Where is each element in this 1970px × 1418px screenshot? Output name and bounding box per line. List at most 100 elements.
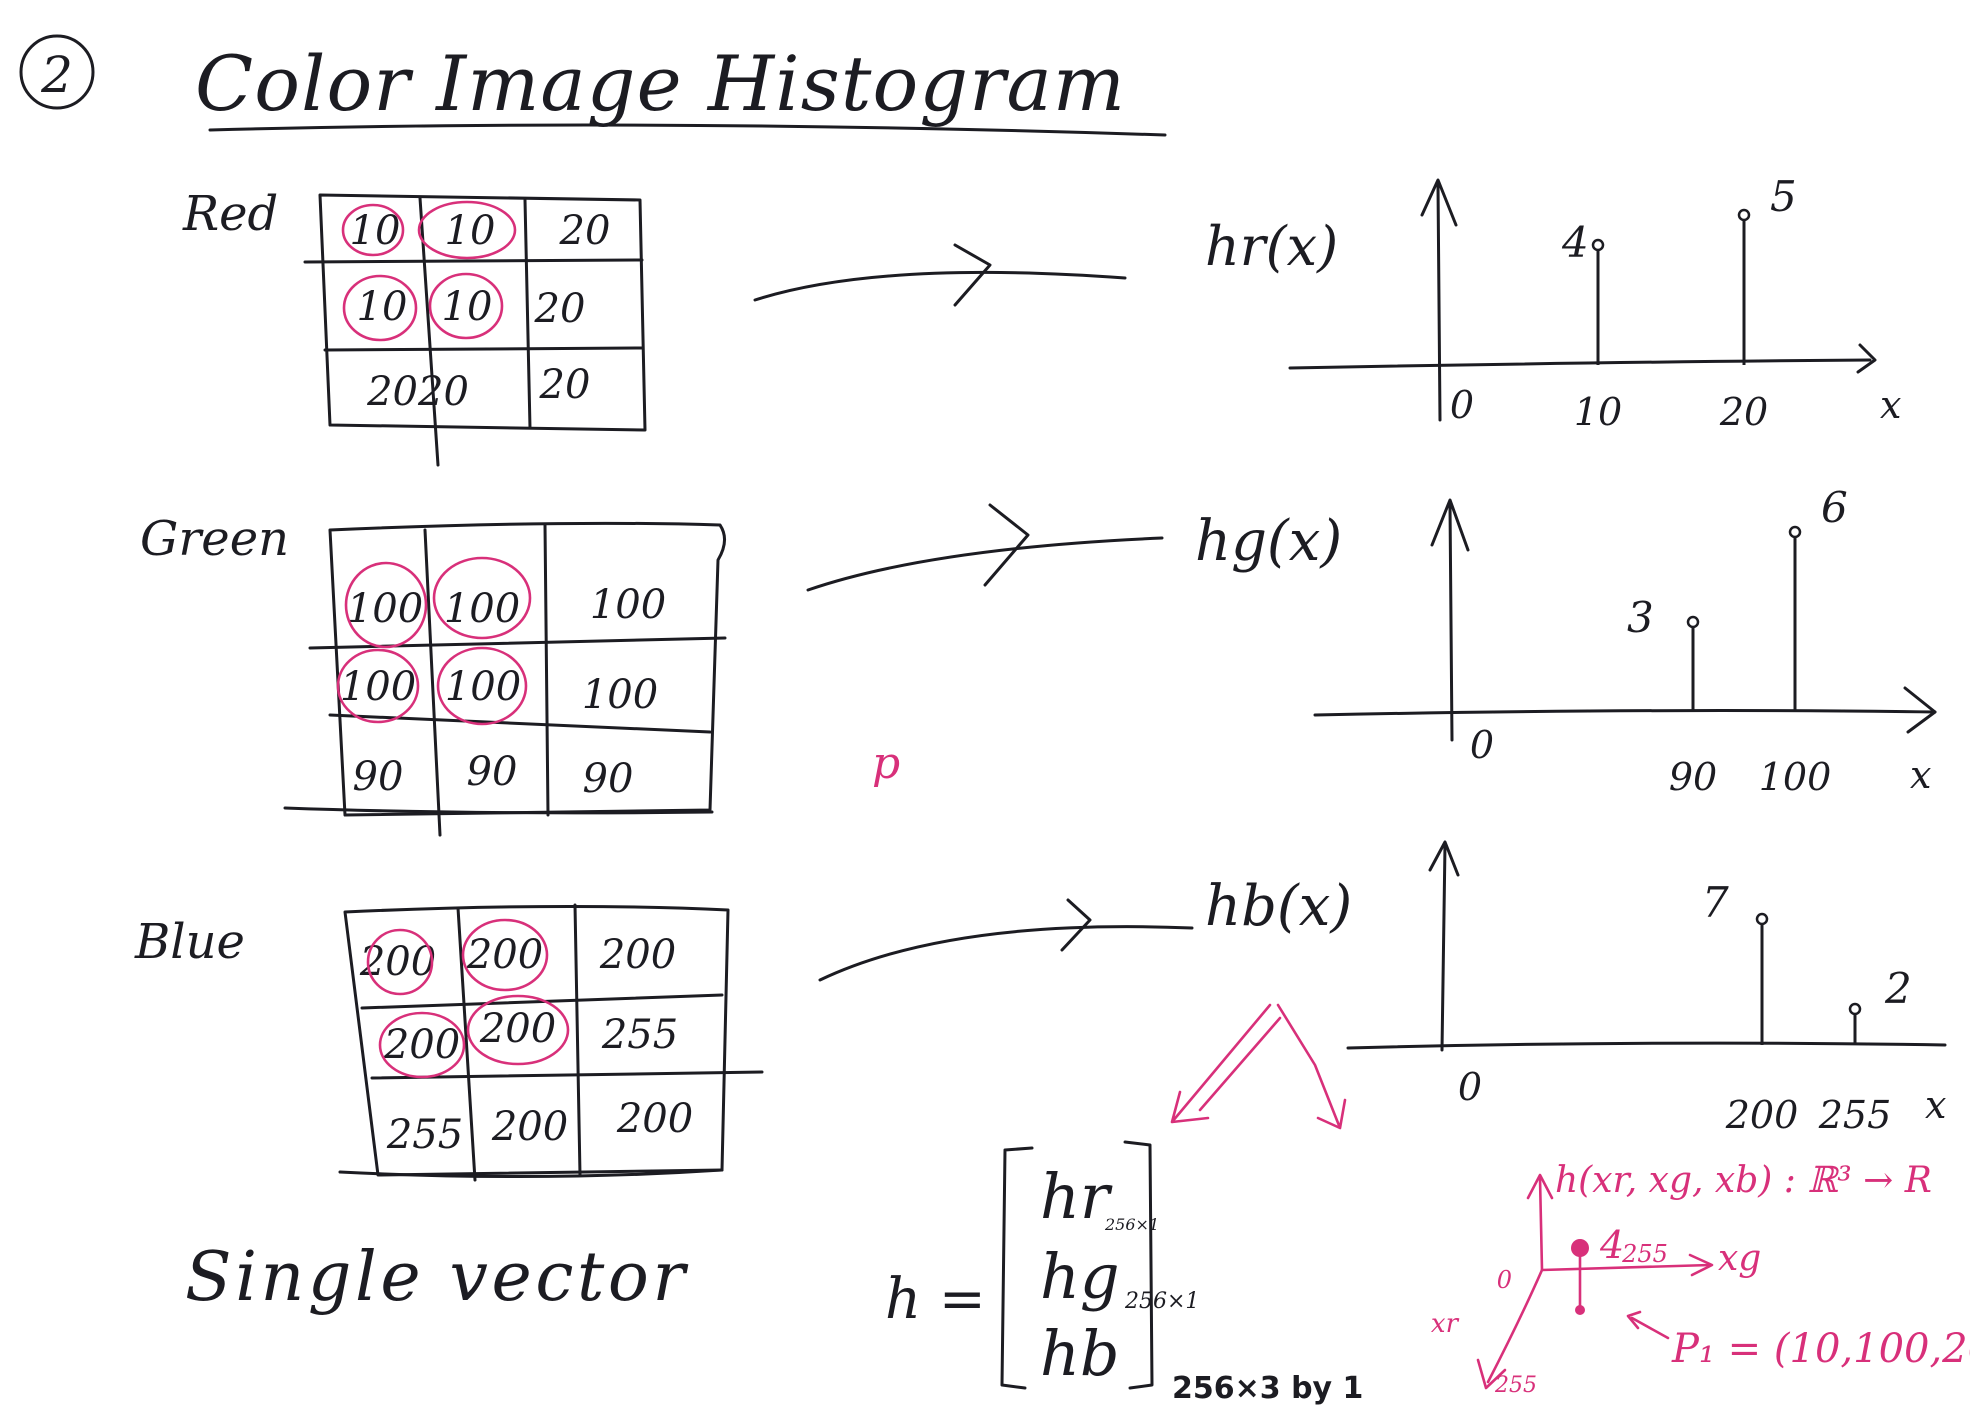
count-axis bbox=[1538, 1176, 1544, 1272]
x-tick-label: 200 bbox=[1725, 1093, 1799, 1137]
x-axis-arrowhead bbox=[1903, 686, 1937, 734]
red-matrix: 10 10 20 10 10 20 2020 20 bbox=[303, 193, 647, 467]
green-channel: Green 100 100 100 100 100 100 90 90 90 p… bbox=[140, 483, 1937, 837]
matrix-rule bbox=[523, 198, 532, 430]
histogram-stem-head bbox=[1848, 1002, 1862, 1016]
matrix-cell: 20 bbox=[534, 286, 586, 332]
histogram-label: hg(x) bbox=[1195, 509, 1342, 574]
matrix-cell: 200 bbox=[383, 1022, 460, 1068]
highlight-ellipse bbox=[466, 994, 570, 1066]
r-axis-arrowhead bbox=[1476, 1358, 1507, 1390]
x-tick-label: 10 bbox=[1574, 390, 1622, 434]
vector-row: hr bbox=[1040, 1160, 1113, 1233]
flow-arrow-head bbox=[983, 503, 1030, 587]
origin-label: 0 bbox=[1450, 383, 1474, 427]
flow-arrow-shaft bbox=[753, 270, 1127, 302]
joint-histogram-sketch: h(xr, xg, xb) : ℝ³ → R 255 xg xr 255 0 4… bbox=[1431, 1160, 1970, 1398]
stem-count-label: 4 bbox=[1561, 218, 1589, 267]
flow-arrow-head bbox=[953, 243, 992, 307]
x-axis bbox=[1288, 358, 1872, 370]
y-axis-arrowhead bbox=[1428, 840, 1460, 877]
matrix-rule bbox=[303, 258, 644, 264]
g-axis-tick: 255 bbox=[1621, 1240, 1668, 1268]
y-axis-arrowhead bbox=[1430, 498, 1470, 552]
r-axis bbox=[1486, 1268, 1544, 1384]
single-vector-caption: Single vector bbox=[185, 1238, 688, 1317]
matrix-cell: 100 bbox=[444, 586, 520, 632]
matrix-cell: 200 bbox=[479, 1006, 556, 1052]
y-axis bbox=[1440, 843, 1447, 1052]
red-channel: Red 10 10 20 10 10 20 2020 20 hr(x) bbox=[182, 172, 1901, 467]
matrix-cell: 20 bbox=[559, 208, 611, 254]
matrix-rule bbox=[283, 806, 714, 815]
matrix-rule bbox=[360, 993, 724, 1010]
blue-channel: Blue 200 200 200 200 200 255 255 200 200… bbox=[134, 840, 1947, 1182]
r-axis-tick: 255 bbox=[1494, 1373, 1537, 1398]
r-axis-label: xr bbox=[1431, 1309, 1460, 1339]
vector-lhs: h = bbox=[885, 1267, 986, 1332]
highlight-ellipse bbox=[344, 561, 428, 649]
flow-arrow-head bbox=[1060, 898, 1092, 952]
vector-row: hg bbox=[1040, 1240, 1120, 1313]
g-axis bbox=[1540, 1263, 1712, 1272]
matrix-rule bbox=[323, 346, 644, 352]
matrix-cell: 200 bbox=[599, 932, 676, 978]
joint-count: 4 bbox=[1599, 1223, 1624, 1267]
joint-stem-dot bbox=[1571, 1239, 1589, 1257]
blue-matrix: 200 200 200 200 200 255 255 200 200 bbox=[338, 903, 764, 1182]
vector-total-dimension: 256×3 by 1 bbox=[1172, 1371, 1363, 1406]
matrix-cell: 100 bbox=[347, 586, 423, 632]
right-arrow bbox=[1276, 1003, 1347, 1130]
x-variable-label: x bbox=[1910, 753, 1931, 797]
title-underline bbox=[208, 123, 1167, 137]
stem-count-label: 3 bbox=[1627, 593, 1654, 642]
matrix-cell: 2020 bbox=[366, 369, 469, 415]
right-bracket bbox=[1123, 1140, 1154, 1390]
matrix-cell: 200 bbox=[466, 932, 543, 978]
matrix-cell: 10 bbox=[445, 208, 496, 254]
matrix-cell: 200 bbox=[491, 1104, 568, 1150]
channel-name: Blue bbox=[134, 914, 245, 970]
matrix-cell: 90 bbox=[467, 749, 518, 795]
joint-point-marker bbox=[1575, 1305, 1585, 1315]
matrix-cell: 100 bbox=[590, 582, 666, 628]
matrix-rule bbox=[543, 523, 550, 817]
pointer-arrowhead bbox=[1626, 1310, 1642, 1330]
highlight-ellipse bbox=[461, 918, 549, 992]
page-title: Color Image Histogram bbox=[195, 39, 1125, 128]
matrix-cell: 90 bbox=[353, 754, 404, 800]
matrix-rule bbox=[308, 636, 727, 650]
x-variable-label: x bbox=[1880, 383, 1901, 427]
highlight-ellipse bbox=[436, 646, 528, 726]
matrix-cell: 20 bbox=[539, 362, 591, 408]
count-axis-arrowhead bbox=[1526, 1173, 1554, 1200]
x-axis bbox=[1346, 1041, 1947, 1050]
channel-name: Green bbox=[140, 511, 289, 567]
stem-count-label: 2 bbox=[1884, 964, 1912, 1013]
histogram-stem-head bbox=[1788, 525, 1802, 539]
matrix-rule bbox=[338, 1168, 724, 1179]
vector-row: hb bbox=[1040, 1317, 1120, 1390]
x-tick-label: 90 bbox=[1669, 755, 1717, 799]
matrix-cell: 100 bbox=[582, 672, 658, 718]
section-number-circle bbox=[19, 34, 95, 110]
highlight-ellipse bbox=[428, 272, 504, 340]
left-bracket bbox=[1000, 1146, 1034, 1390]
g-axis-arrowhead bbox=[1688, 1253, 1714, 1277]
histogram-stem-head bbox=[1737, 208, 1751, 222]
matrix-cell: 10 bbox=[350, 208, 401, 254]
histogram-stem-head bbox=[1686, 615, 1700, 629]
highlight-ellipse bbox=[366, 928, 434, 996]
origin-label: 0 bbox=[1470, 723, 1494, 767]
matrix-rule bbox=[423, 528, 442, 837]
x-tick-label: 255 bbox=[1818, 1093, 1892, 1137]
pointer-arrow bbox=[1630, 1316, 1670, 1340]
matrix-rule bbox=[418, 196, 440, 467]
pink-double-arrow bbox=[1170, 1003, 1347, 1130]
matrix-border bbox=[343, 904, 730, 1177]
